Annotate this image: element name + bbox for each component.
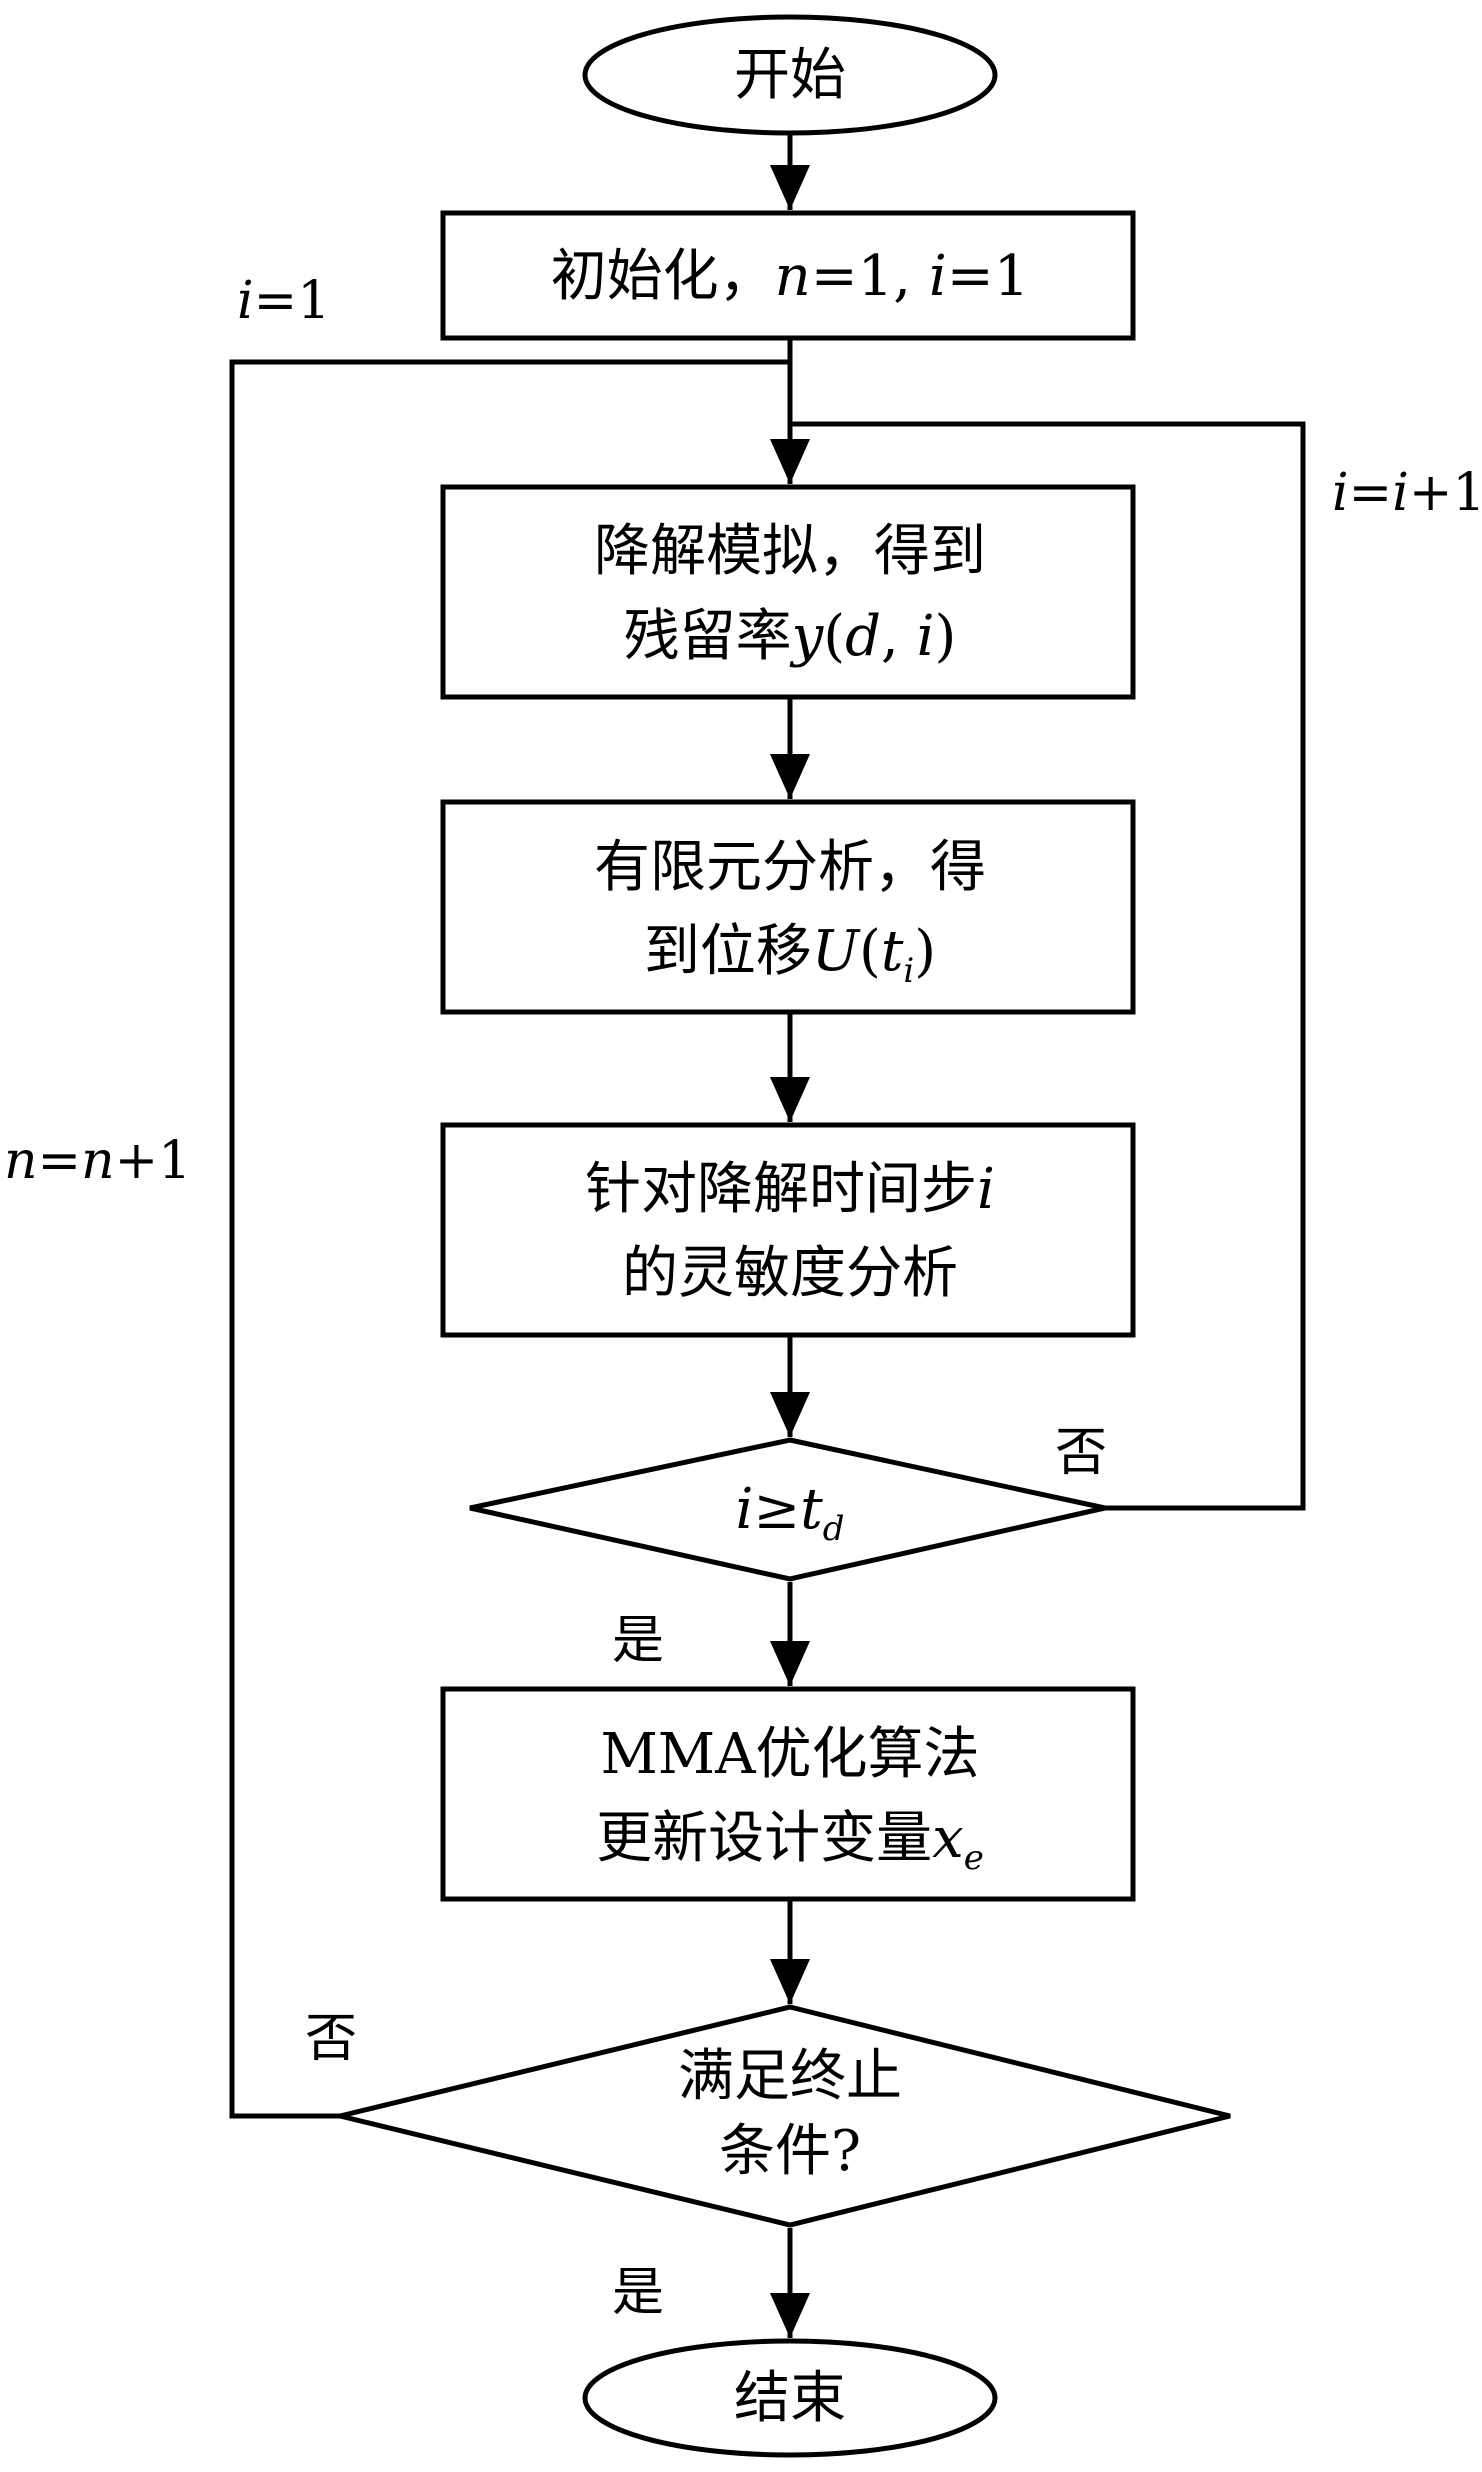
- decision-stop-label-line1: 满足终止: [678, 2044, 902, 2109]
- sensitivity-box: 针对降解时间步i 的灵敏度分析: [440, 1122, 1136, 1338]
- edge-label-stop-yes: 是: [612, 2263, 664, 2323]
- decision-time-step: i≥td: [469, 1437, 1106, 1582]
- start-node: 开始: [582, 14, 998, 136]
- decision-stop-label-line2: 条件?: [719, 2119, 861, 2184]
- fea-label-line2: 到位移U(ti): [644, 919, 936, 991]
- init-box: 初始化，n=1, i=1: [440, 210, 1136, 341]
- mma-label-line2: 更新设计变量xe: [596, 1806, 984, 1878]
- degradation-label-line1: 降解模拟，得到: [594, 519, 986, 584]
- end-label: 结束: [734, 2366, 846, 2431]
- loop-time-no-back: [790, 421, 1306, 1511]
- fea-box: 有限元分析，得 到位移U(ti): [440, 799, 1136, 1015]
- sensitivity-label-line1: 针对降解时间步i: [585, 1157, 995, 1222]
- edge-label-time-yes: 是: [612, 1611, 664, 1671]
- decision-time-label: i≥td: [735, 1477, 844, 1549]
- end-node: 结束: [582, 2338, 998, 2458]
- mma-label-line1: MMA优化算法: [600, 1722, 979, 1787]
- edge-label-i-increment: i=i+1: [1332, 463, 1482, 523]
- loop-stop-no-back: [229, 359, 790, 2119]
- edge-label-stop-no: 否: [305, 2009, 357, 2069]
- fea-label-line1: 有限元分析，得: [594, 835, 986, 900]
- edge-label-time-no: 否: [1055, 1423, 1107, 1483]
- start-label: 开始: [734, 43, 846, 108]
- edge-label-n-increment: n=n+1: [4, 1131, 191, 1191]
- mma-box: MMA优化算法 更新设计变量xe: [440, 1686, 1136, 1902]
- degradation-label-line2: 残留率y(d, i): [624, 604, 957, 669]
- decision-stop: 满足终止 条件?: [339, 2004, 1231, 2228]
- sensitivity-label-line2: 的灵敏度分析: [622, 1241, 958, 1306]
- init-label: 初始化，n=1, i=1: [551, 244, 1030, 309]
- degradation-box: 降解模拟，得到 残留率y(d, i): [440, 484, 1136, 700]
- edge-label-i-reset: i=1: [237, 271, 330, 331]
